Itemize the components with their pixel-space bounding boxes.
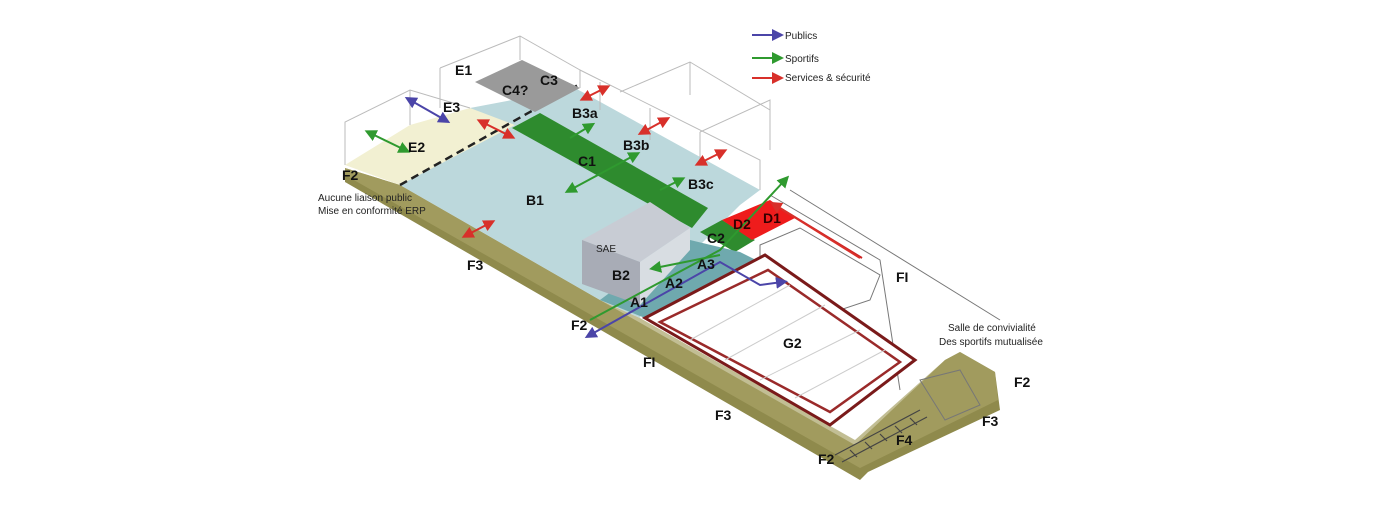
label-b3b: B3b xyxy=(623,137,649,153)
zone-labels: E1 E3 E2 C4? C3 B3a B3b C1 B3c B1 F2 F3 … xyxy=(342,62,1031,467)
ground-top xyxy=(345,168,998,468)
arrow-sportifs-b2 xyxy=(649,254,721,273)
arrow-services-d1 xyxy=(769,201,861,259)
legend-sportifs-label: Sportifs xyxy=(785,54,819,65)
arrow-sportifs-1 xyxy=(569,122,596,139)
legend-services-label: Services & sécurité xyxy=(785,73,871,84)
label-a1: A1 xyxy=(630,294,648,310)
arrow-services-5 xyxy=(461,220,496,238)
label-f2-left: F2 xyxy=(342,167,359,183)
arrow-sportifs-2 xyxy=(564,152,641,193)
note-right-line2: Des sportifs mutualisée xyxy=(939,337,1043,348)
label-b3c: B3c xyxy=(688,176,714,192)
arrow-services-1 xyxy=(476,119,516,139)
label-fi-mid: FI xyxy=(643,354,655,370)
note-left-line2: Mise en conformité ERP xyxy=(318,206,426,217)
label-c4: C4? xyxy=(502,82,528,98)
label-c3: C3 xyxy=(540,72,558,88)
label-fi-right: FI xyxy=(896,269,908,285)
zone-c3-c4 xyxy=(475,60,580,112)
arrow-publics-main xyxy=(584,260,788,338)
label-sae: SAE xyxy=(596,244,616,255)
label-c1: C1 xyxy=(578,153,596,169)
zone-e-floor xyxy=(345,108,515,185)
arrow-services-3 xyxy=(637,117,671,135)
label-f3-left: F3 xyxy=(467,257,484,273)
label-a3: A3 xyxy=(697,256,715,272)
note-left-line1: Aucune liaison public xyxy=(318,193,412,204)
flow-arrows xyxy=(364,85,861,338)
label-f3-right: F3 xyxy=(982,413,999,429)
label-b3a: B3a xyxy=(572,105,598,121)
label-f3-mid: F3 xyxy=(715,407,732,423)
label-b1: B1 xyxy=(526,192,544,208)
label-f2-bottom: F2 xyxy=(818,451,835,467)
sae-block-top xyxy=(582,202,690,262)
label-f2-access: F2 xyxy=(571,317,588,333)
label-e2: E2 xyxy=(408,139,425,155)
f4-path xyxy=(834,409,928,463)
note-right-line1: Salle de convivialité xyxy=(948,323,1036,334)
arrow-services-2 xyxy=(579,85,611,101)
label-e3: E3 xyxy=(443,99,460,115)
label-d2: D2 xyxy=(733,216,751,232)
legend: Publics Sportifs Services & sécurité xyxy=(752,29,871,84)
label-g2: G2 xyxy=(783,335,802,351)
label-b2: B2 xyxy=(612,267,630,283)
arrow-sportifs-e2 xyxy=(364,130,411,153)
label-d1: D1 xyxy=(763,210,781,226)
legend-publics-label: Publics xyxy=(785,31,817,42)
label-e1: E1 xyxy=(455,62,472,78)
label-f4: F4 xyxy=(896,432,913,448)
label-f2-right: F2 xyxy=(1014,374,1031,390)
arrow-sportifs-3 xyxy=(659,177,686,191)
label-c2: C2 xyxy=(707,230,725,246)
label-a2: A2 xyxy=(665,275,683,291)
arrow-services-4 xyxy=(694,149,728,166)
zone-c2 xyxy=(700,220,755,252)
arrow-publics-e3 xyxy=(404,97,451,123)
